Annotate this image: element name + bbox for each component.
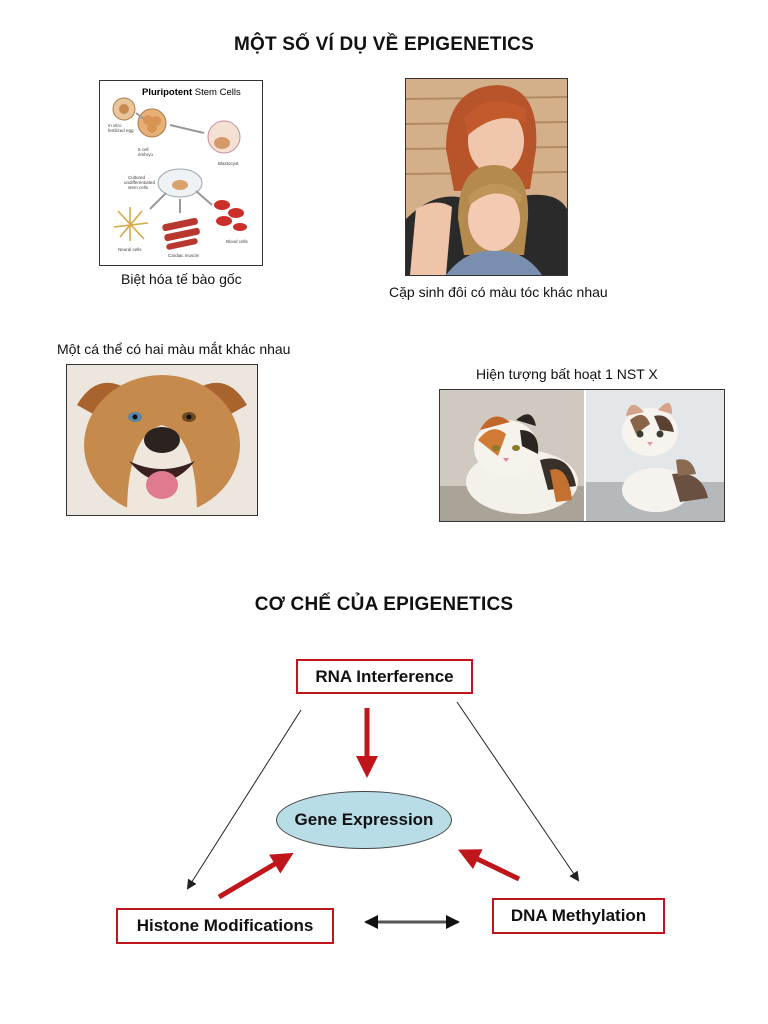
- gene-expression-ellipse: Gene Expression: [276, 791, 452, 849]
- svg-text:5 cell: 5 cell: [138, 147, 149, 152]
- twins-photo: [405, 78, 568, 276]
- svg-text:Blood cells: Blood cells: [226, 239, 249, 244]
- rna-interference-box: RNA Interference: [296, 659, 473, 694]
- svg-text:In vitro: In vitro: [108, 123, 122, 128]
- cats-photo: [439, 389, 725, 522]
- svg-text:Blastocyst: Blastocyst: [218, 161, 239, 166]
- dog-caption: Một cá thể có hai màu mắt khác nhau: [57, 341, 291, 357]
- svg-text:embryo: embryo: [138, 152, 154, 157]
- svg-text:Cultured: Cultured: [128, 175, 146, 180]
- histone-modifications-box: Histone Modifications: [116, 908, 334, 944]
- twins-caption: Cặp sinh đôi có màu tóc khác nhau: [389, 284, 608, 300]
- svg-text:fertilized egg: fertilized egg: [108, 128, 134, 133]
- svg-text:undifferentiated: undifferentiated: [124, 180, 155, 185]
- svg-text:Pluripotent Stem Cells: Pluripotent Stem Cells: [142, 87, 241, 98]
- red-arrow-dna-to-gene: [457, 849, 521, 882]
- stem-diagram-title-rest: Stem Cells: [192, 87, 241, 98]
- dog-photo: [66, 364, 258, 516]
- svg-text:Cardiac muscle: Cardiac muscle: [168, 253, 200, 258]
- svg-text:Neural cells: Neural cells: [118, 247, 142, 252]
- stem-cells-caption: Biệt hóa tế bào gốc: [121, 271, 242, 287]
- arrow-rna-to-dna: [456, 701, 580, 882]
- cats-caption: Hiện tượng bất hoạt 1 NST X: [476, 366, 658, 382]
- red-arrow-histone-to-gene: [217, 852, 294, 900]
- stem-diagram-title-bold: Pluripotent: [142, 87, 193, 98]
- svg-text:stem cells: stem cells: [128, 185, 149, 190]
- examples-title: MỘT SỐ VÍ DỤ VỀ EPIGENETICS: [234, 34, 534, 55]
- dna-methylation-box: DNA Methylation: [492, 898, 665, 934]
- mechanisms-title: CƠ CHẾ CỦA EPIGENETICS: [254, 594, 514, 615]
- arrow-rna-to-histone: [186, 709, 302, 890]
